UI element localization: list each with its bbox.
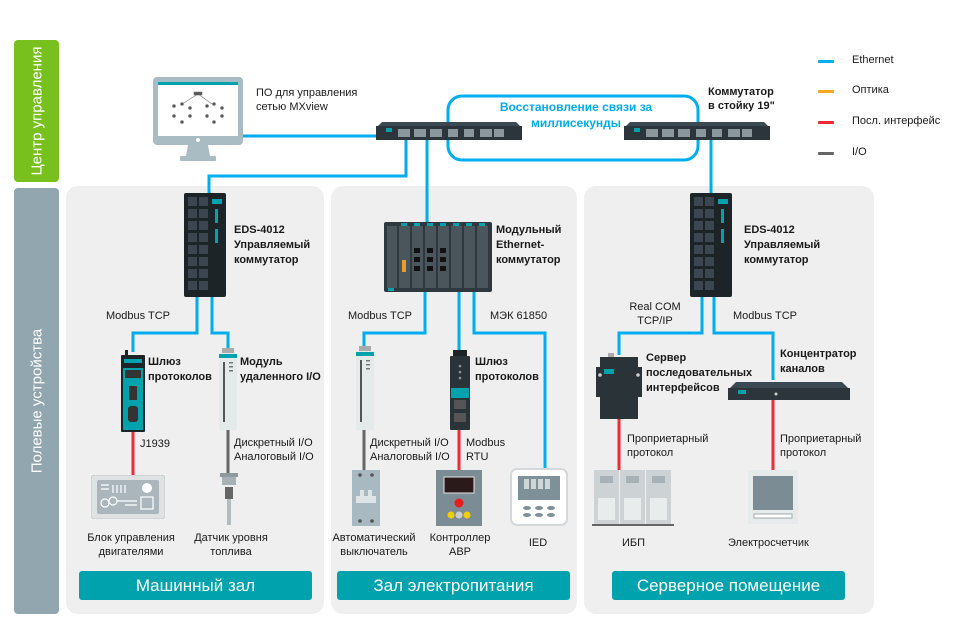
ats-label-2: АВР (448, 546, 471, 558)
protocol-gateway-power-icon[interactable] (450, 350, 470, 430)
remote-io-label-1: Модуль (240, 356, 283, 368)
prop1-label-2: протокол (627, 447, 674, 459)
server-link-label: Modbus TCP (733, 310, 797, 322)
realcom-label-1: Real COM (629, 301, 681, 313)
modular-switch-label-2: Ethernet- (496, 239, 545, 251)
remote-io-machine-icon[interactable] (219, 348, 237, 430)
power-gateway-label-2: протоколов (475, 371, 539, 383)
power-io-label-2: Аналоговый I/O (370, 451, 450, 463)
modular-switch-label-3: коммутатор (496, 254, 561, 266)
legend-serial-label: Посл. интерфейс (852, 115, 941, 127)
concentrator-label-1: Концентратор (780, 348, 857, 360)
legend-ethernet-label: Ethernet (852, 54, 894, 66)
machine-io-label-2: Аналоговый I/O (234, 451, 314, 463)
prop2-label-1: Проприетарный (780, 433, 862, 445)
ethernet-concentrator-link (712, 296, 775, 380)
machine-io-label-1: Дискретный I/O (234, 437, 313, 449)
legend-optics-label: Оптика (852, 84, 889, 96)
rack-switch-label-2: в стойку 19" (708, 100, 775, 112)
breaker-label-2: выключатель (340, 546, 408, 558)
control-center-bar: Центр управления (14, 40, 59, 182)
fuel-label-1: Датчик уровня (194, 532, 268, 544)
machine-gateway-label-1: Шлюз (148, 356, 181, 368)
ats-controller-icon[interactable] (436, 470, 482, 526)
server-switch-label-3: коммутатор (744, 254, 809, 266)
fuel-label-2: топлива (210, 546, 252, 558)
zone-title-machine-room[interactable]: Машинный зал (79, 571, 312, 600)
serial-server-label-2: последовательных (646, 367, 753, 379)
legend-serial-swatch (818, 121, 834, 124)
protocol-gateway-machine-icon[interactable] (121, 350, 145, 432)
modular-switch-label-1: Модульный (496, 224, 562, 236)
ats-label-1: Контроллер (429, 532, 491, 544)
machine-switch-label-2: Управляемый (234, 239, 311, 251)
machine-link-label: Modbus TCP (106, 310, 170, 322)
field-devices-bar: Полевые устройства (14, 188, 59, 614)
rack-switch-label-1: Коммутатор (708, 86, 774, 98)
power-io-label-1: Дискретный I/O (370, 437, 449, 449)
legend-ethernet-swatch (818, 60, 834, 63)
eds4012-switch-machine-icon[interactable] (184, 193, 226, 297)
power-gateway-label-1: Шлюз (475, 356, 508, 368)
prop1-label-1: Проприетарный (627, 433, 709, 445)
zone-title-server-room[interactable]: Серверное помещение (612, 571, 845, 600)
mxview-monitor-icon[interactable] (152, 76, 244, 166)
ethernet-uplink-machine (207, 140, 408, 195)
ethernet-iec-link (472, 292, 547, 470)
concentrator-label-2: каналов (780, 363, 825, 375)
fuel-level-sensor-icon[interactable] (218, 473, 240, 525)
engine-control-unit-icon[interactable] (91, 475, 165, 519)
server-switch-label-1: EDS-4012 (744, 224, 795, 236)
machine-switch-label-1: EDS-4012 (234, 224, 285, 236)
ups-label: ИБП (622, 537, 646, 549)
prop2-label-2: протокол (780, 447, 827, 459)
mxview-label-1: ПО для управления (256, 87, 358, 99)
engine-label-2: двигателями (98, 546, 164, 558)
iec61850-label: МЭК 61850 (490, 310, 548, 322)
j1939-label: J1939 (140, 438, 170, 450)
serial-device-server-icon[interactable] (596, 353, 642, 419)
power-link-label: Modbus TCP (348, 310, 412, 322)
ethernet-remoteio-link (210, 296, 230, 350)
mxview-label-2: сетью MXview (256, 101, 328, 113)
remote-io-label-2: удаленного I/O (240, 371, 321, 383)
channel-concentrator-icon[interactable] (726, 380, 852, 402)
ring-label-2: миллисекунды (530, 116, 622, 130)
meter-label: Электросчетчик (728, 537, 809, 549)
modular-switch-icon[interactable] (384, 222, 492, 292)
zone-title-power-room[interactable]: Зал электропитания (337, 571, 570, 600)
serial-server-label-3: интерфейсов (646, 382, 720, 394)
machine-gateway-label-2: протоколов (148, 371, 212, 383)
legend-optics-swatch (818, 90, 834, 93)
serial-server-label-1: Сервер (646, 352, 687, 364)
ethernet-realcom-link (617, 296, 704, 355)
circuit-breaker-icon[interactable] (352, 470, 380, 526)
rack-switch-1-icon[interactable] (374, 118, 524, 142)
breaker-label-1: Автоматический (332, 532, 416, 544)
ethernet-gateway-link (131, 296, 199, 352)
ied-icon[interactable] (510, 468, 568, 526)
remote-io-power-icon[interactable] (356, 346, 374, 430)
zone-machine-room: Машинный зал (66, 186, 324, 614)
legend-io-label: I/O (852, 146, 867, 158)
modbus-rtu-label-2: RTU (466, 451, 489, 463)
rack-switch-2-icon[interactable] (622, 118, 772, 142)
ring-label-1: Восстановление связи за (499, 100, 653, 114)
ethernet-power-io-link (362, 292, 427, 352)
ups-icon[interactable] (592, 470, 674, 526)
legend-io-swatch (818, 152, 834, 155)
modbus-rtu-label-1: Modbus (466, 437, 506, 449)
realcom-label-2: TCP/IP (637, 315, 673, 327)
machine-switch-label-3: коммутатор (234, 254, 299, 266)
server-switch-label-2: Управляемый (744, 239, 821, 251)
ied-label: IED (528, 537, 548, 549)
eds4012-switch-server-icon[interactable] (690, 193, 732, 297)
engine-label-1: Блок управления (87, 532, 175, 544)
energy-meter-icon[interactable] (748, 470, 798, 524)
